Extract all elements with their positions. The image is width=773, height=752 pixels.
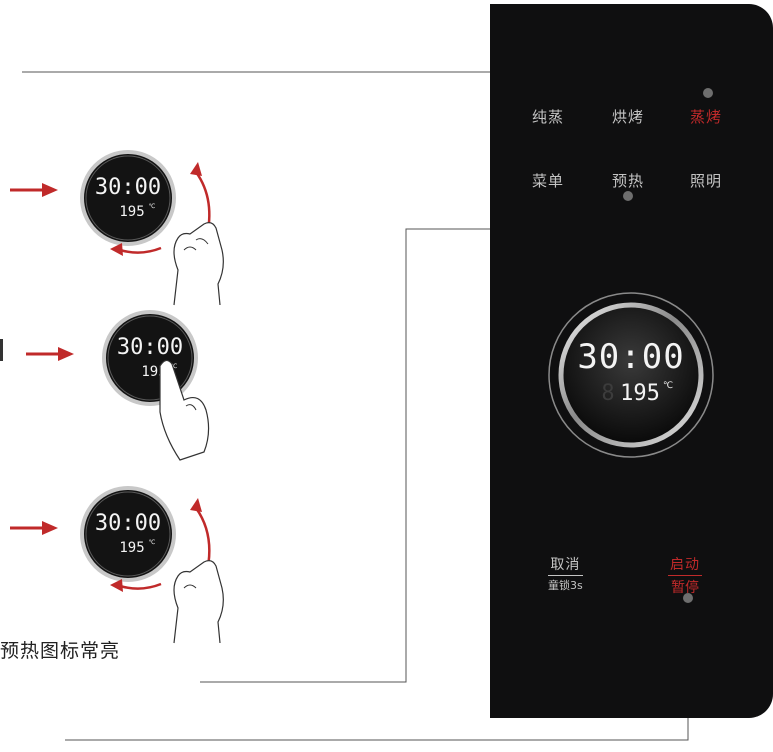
step-1-unit: ℃ bbox=[149, 203, 156, 210]
key-light[interactable]: 照明 bbox=[690, 172, 723, 190]
dot-marker-icon bbox=[683, 593, 693, 603]
step-2-unit: ℃ bbox=[171, 363, 178, 370]
step-3-dial: 30:00 195 ℃ bbox=[78, 484, 178, 584]
step-3-time: 30:00 bbox=[95, 511, 161, 536]
dial-temp-unit: ℃ bbox=[663, 381, 673, 391]
key-steam-bake[interactable]: 蒸烤 bbox=[690, 108, 723, 126]
step-2-time: 30:00 bbox=[117, 335, 183, 360]
step-1-time: 30:00 bbox=[95, 175, 161, 200]
key-pure-steam[interactable]: 纯蒸 bbox=[532, 108, 565, 126]
hand-icon bbox=[159, 359, 210, 461]
step-1-dial: 30:00 195 ℃ bbox=[78, 148, 178, 248]
rotate-arrow-icon bbox=[110, 162, 211, 256]
start-label: 启动 bbox=[668, 554, 702, 576]
step-3-unit: ℃ bbox=[149, 539, 156, 546]
hand-icon bbox=[173, 560, 224, 644]
red-arrow-icon bbox=[26, 347, 74, 361]
step-3-temp: 195 bbox=[119, 540, 144, 556]
key-bake[interactable]: 烘烤 bbox=[612, 108, 645, 126]
red-arrow-icon bbox=[10, 183, 58, 197]
hand-icon bbox=[173, 222, 224, 306]
pause-label: 暂停 bbox=[671, 580, 699, 596]
red-arrow-icon bbox=[10, 521, 58, 535]
dot-marker-icon bbox=[703, 88, 713, 98]
dial-temp-display: 195 bbox=[620, 381, 660, 406]
dial-temp-ghost-digit: 8 bbox=[601, 381, 614, 406]
main-dial-knob[interactable]: 30:00 8 195 ℃ bbox=[546, 290, 716, 460]
dial-ring: 30:00 8 195 ℃ bbox=[548, 292, 714, 458]
edge-mark bbox=[0, 339, 3, 361]
start-pause-button[interactable]: 启动 暂停 bbox=[668, 554, 702, 597]
step-1-temp: 195 bbox=[119, 204, 144, 220]
cancel-label: 取消 bbox=[548, 554, 583, 576]
dial-time-display: 30:00 bbox=[577, 337, 684, 377]
key-menu[interactable]: 菜单 bbox=[532, 172, 565, 190]
preheat-caption: 预热图标常亮 bbox=[0, 640, 121, 662]
cancel-child-lock-button[interactable]: 取消 童锁3s bbox=[548, 554, 583, 593]
key-preheat[interactable]: 预热 bbox=[612, 172, 645, 190]
child-lock-label: 童锁3s bbox=[548, 579, 583, 592]
dot-marker-icon bbox=[623, 191, 633, 201]
